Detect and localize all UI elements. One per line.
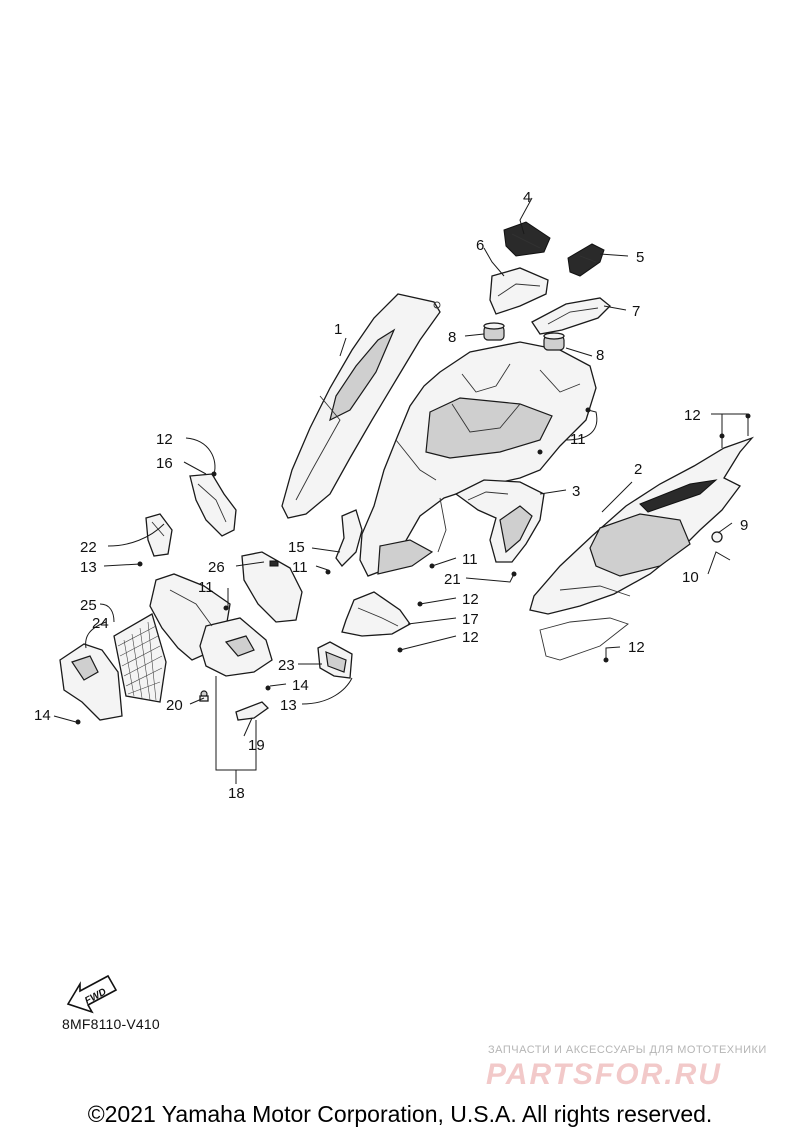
copyright-text: ©2021 Yamaha Motor Corporation, U.S.A. A… — [87, 1101, 713, 1127]
callout-25: 25 — [80, 597, 97, 614]
callout-15: 15 — [288, 539, 305, 556]
fastener-dots — [75, 407, 751, 725]
part-17-bracket — [341, 591, 411, 637]
callout-3: 3 — [572, 483, 580, 500]
part-23-mesh — [317, 641, 353, 679]
part-5-panel — [567, 243, 605, 277]
part-15-bracket — [335, 509, 363, 567]
watermark-tagline: ЗАПЧАСТИ И АКСЕССУАРЫ ДЛЯ МОТОТЕХНИКИ — [488, 1044, 767, 1056]
callout-21: 21 — [444, 571, 461, 588]
callout-26: 26 — [208, 559, 225, 576]
callout-8a: 8 — [448, 329, 456, 346]
callout-22: 22 — [80, 539, 97, 556]
callout-13a: 13 — [80, 559, 97, 576]
callout-16: 16 — [156, 455, 173, 472]
callout-5: 5 — [636, 249, 644, 266]
part-25-cover — [59, 643, 123, 721]
callout-11d: 11 — [198, 579, 214, 596]
part-3-inner-duct — [454, 479, 545, 563]
part-16-bracket — [189, 473, 237, 537]
callout-14b: 14 — [34, 707, 51, 724]
part-7-bracket — [531, 297, 611, 335]
callout-12b: 12 — [156, 431, 173, 448]
callout-14a: 14 — [292, 677, 309, 694]
fwd-arrow-icon: FWD — [66, 974, 118, 1014]
leader-lines — [53, 197, 749, 784]
callout-11c: 11 — [292, 559, 308, 576]
callout-12c: 12 — [462, 591, 479, 608]
callout-11a: 11 — [570, 431, 586, 448]
callout-12d: 12 — [462, 629, 479, 646]
callout-9: 9 — [740, 517, 748, 534]
part-8-grommet-a — [483, 322, 505, 341]
callout-8b: 8 — [596, 347, 604, 364]
callout-18: 18 — [228, 785, 245, 802]
callout-1: 1 — [334, 321, 342, 338]
callout-11b: 11 — [462, 551, 478, 568]
callout-12e: 12 — [628, 639, 645, 656]
part-4-panel — [503, 221, 551, 257]
watermark-logo: PARTSFOR.RU — [486, 1058, 722, 1091]
callout-6: 6 — [476, 237, 484, 254]
callout-17: 17 — [462, 611, 479, 628]
part-22-bracket — [145, 513, 173, 557]
part-2-side-cowl-right — [529, 436, 755, 661]
callout-20: 20 — [166, 697, 183, 714]
callout-23: 23 — [278, 657, 295, 674]
diagram-code: 8MF8110-V410 — [62, 1016, 160, 1032]
callout-13b: 13 — [280, 697, 297, 714]
front-cowl-body — [359, 341, 597, 577]
part-6-bracket — [489, 267, 549, 315]
part-19-panel — [235, 701, 270, 721]
part-24-mesh-screen — [113, 613, 167, 703]
callout-2: 2 — [634, 461, 642, 478]
callout-4: 4 — [523, 189, 531, 206]
callout-24: 24 — [92, 615, 109, 632]
callout-12a: 12 — [684, 407, 701, 424]
part-1-side-cowl-left — [281, 293, 441, 519]
part-26-panel — [241, 551, 303, 623]
callout-7: 7 — [632, 303, 640, 320]
callout-19: 19 — [248, 737, 265, 754]
callout-10: 10 — [682, 569, 699, 586]
part-8-grommet-b — [543, 332, 565, 351]
callout-labels: 1 2 3 4 5 6 7 8 8 9 10 11 11 11 11 12 12… — [34, 189, 748, 802]
part-18-lower-assembly — [149, 573, 273, 677]
